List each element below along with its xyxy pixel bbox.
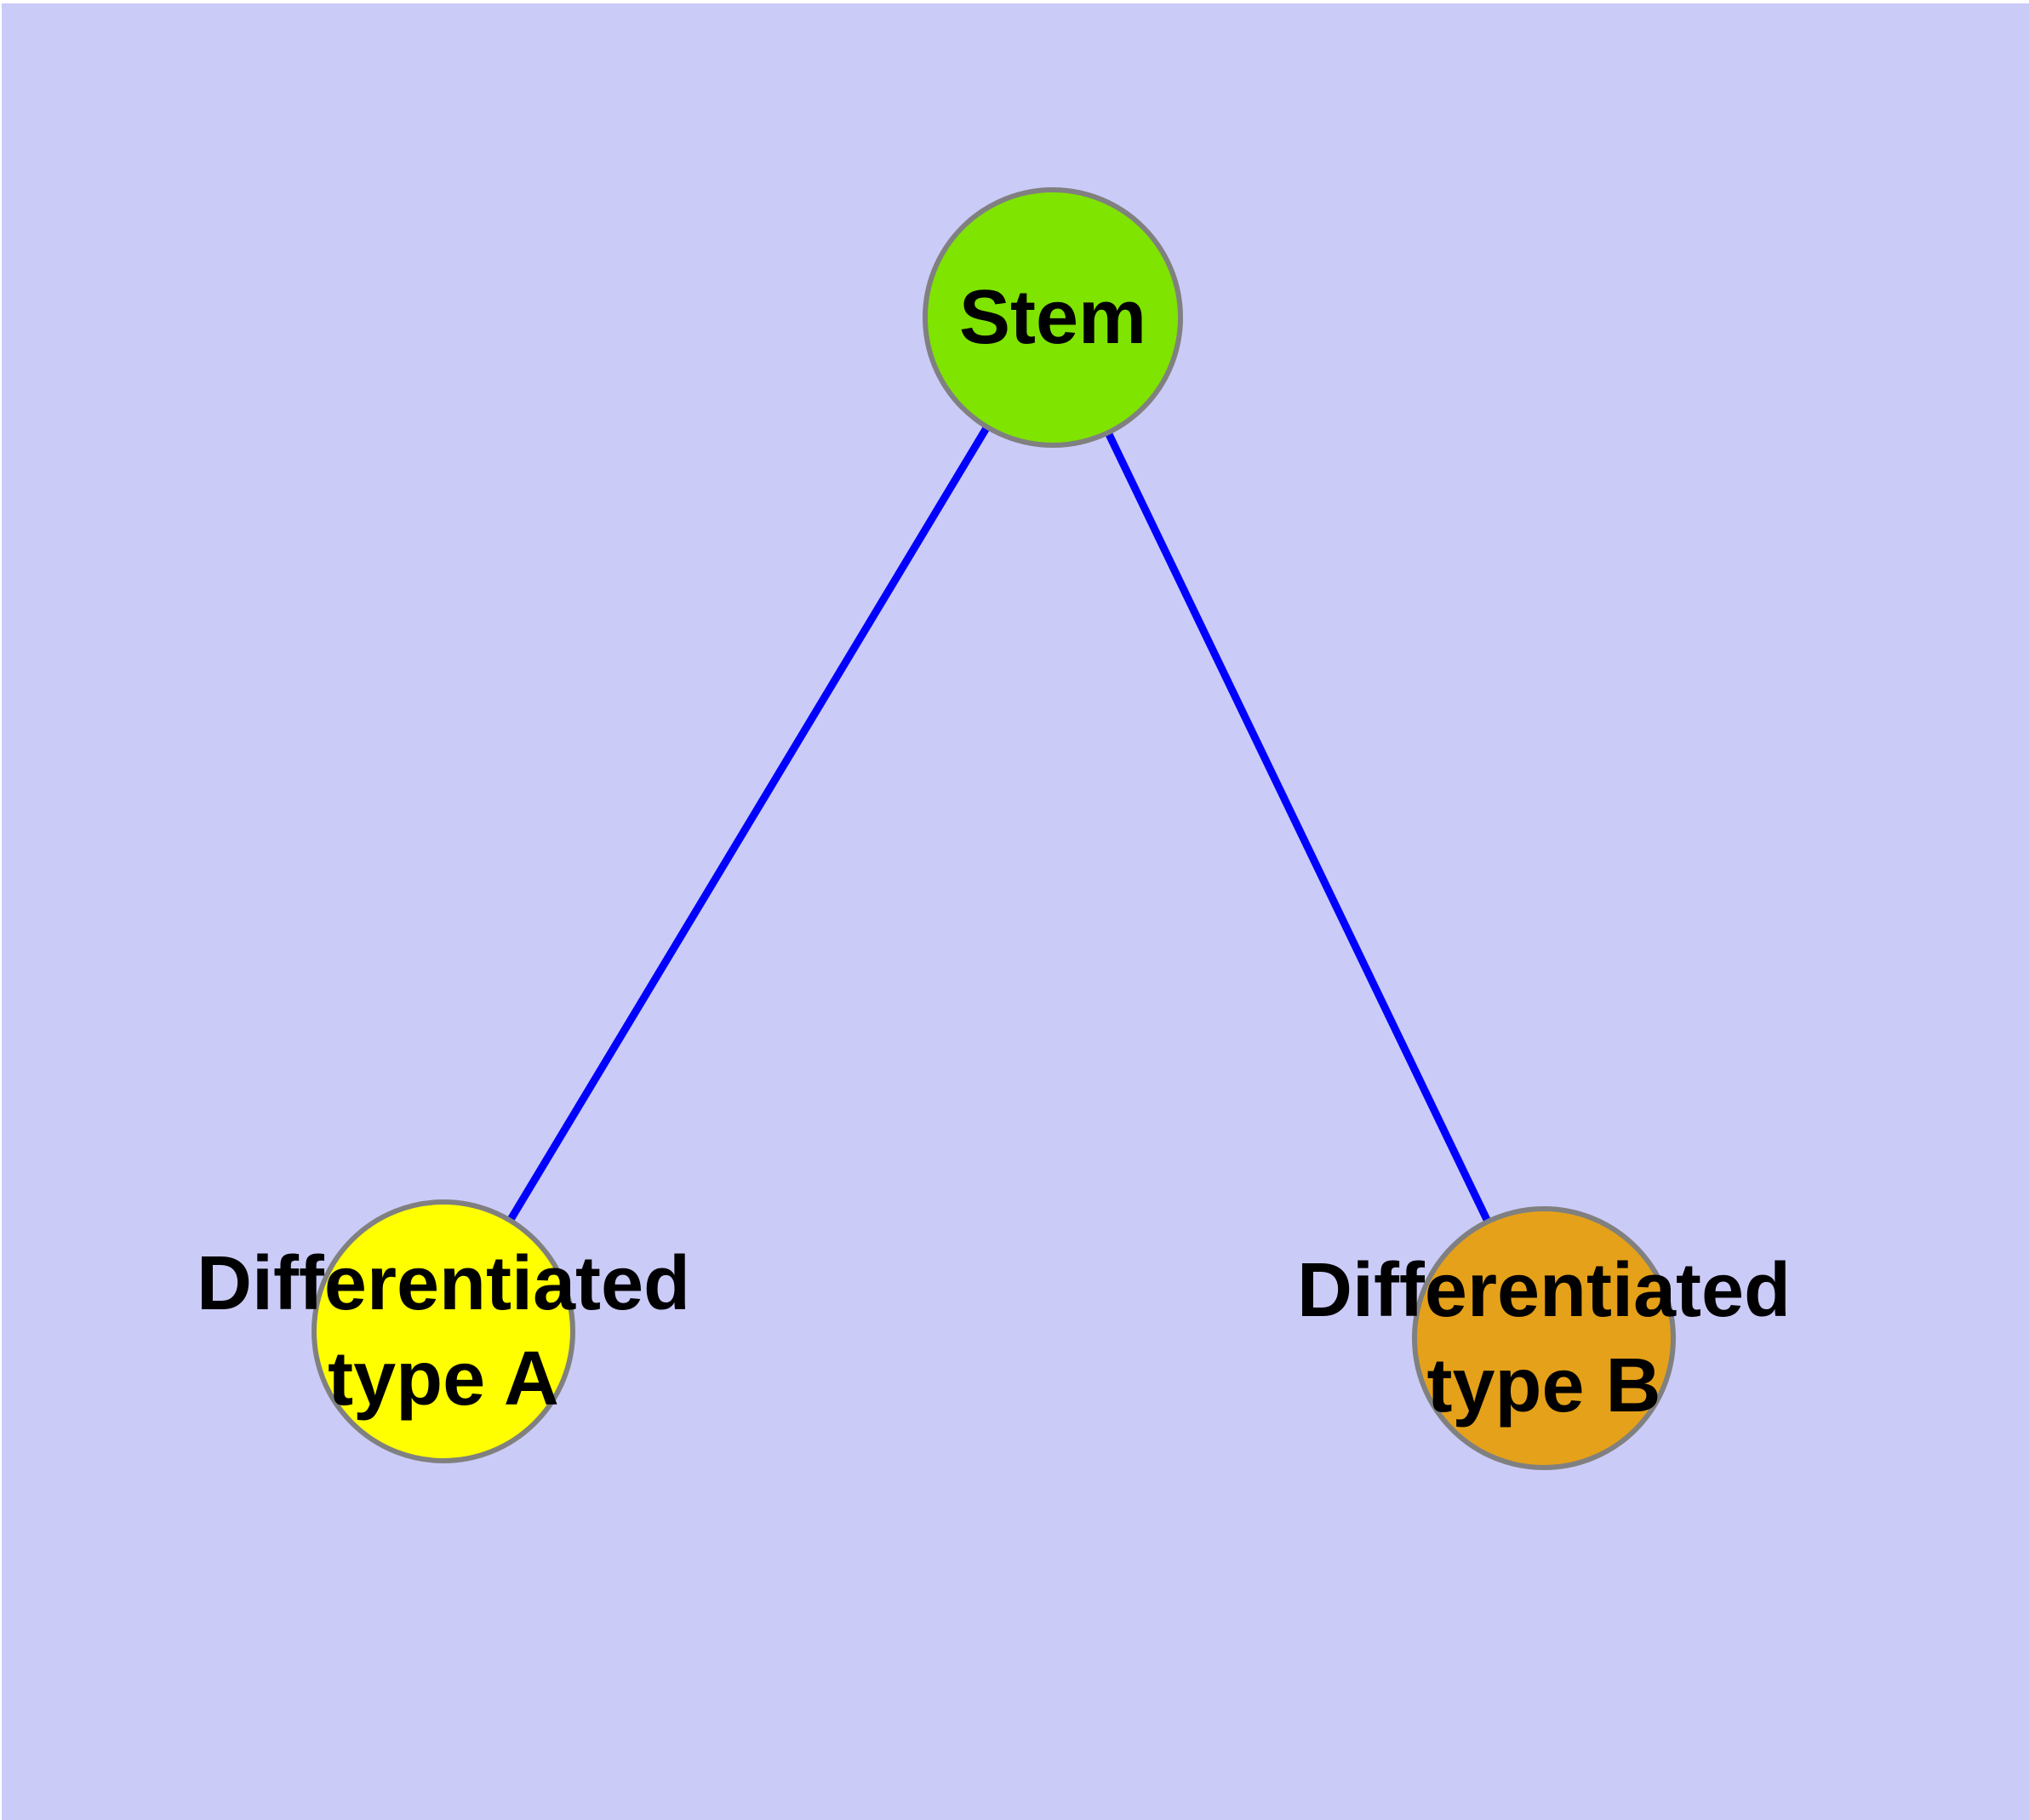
node-differentiated-type-b	[1412, 1206, 1676, 1470]
node-label-type-b-line1: Differentiated	[1297, 1248, 1791, 1333]
node-label-stem: Stem	[959, 275, 1146, 360]
node-label-type-a-line2: type A	[328, 1336, 559, 1422]
edge-stem-to-type-b	[1049, 316, 1548, 1340]
edge-stem-to-type-a	[440, 315, 1056, 1334]
node-label-type-b-line2: type B	[1426, 1343, 1660, 1428]
node-label-type-a-line1: Differentiated	[197, 1241, 690, 1326]
node-stem	[923, 187, 1183, 448]
node-differentiated-type-a	[311, 1199, 575, 1463]
